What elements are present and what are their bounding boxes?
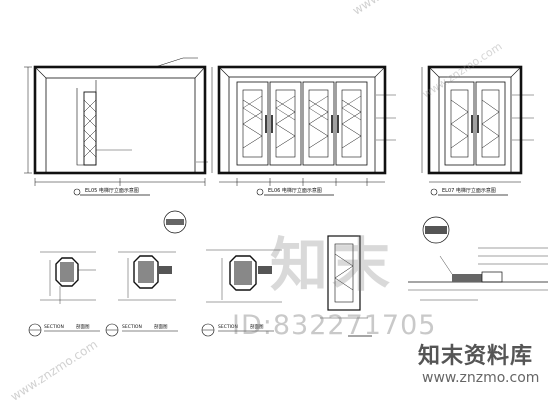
section-a-detail	[40, 251, 96, 304]
section-a-caption: 剖面图	[76, 323, 90, 330]
detail-callout-b	[422, 216, 450, 244]
elevation-middle-caption: EL06 电梯厅立面示意图	[268, 187, 322, 194]
elevation-middle	[211, 65, 396, 186]
detail-callout-a	[163, 210, 187, 234]
elevation-left	[24, 57, 208, 186]
door-detail-elevation	[320, 235, 372, 337]
elevation-right	[421, 65, 534, 183]
elevation-left-caption: EL05 电梯厅立面示意图	[85, 187, 139, 194]
section-b-tag: SECTION 剖面图	[105, 323, 178, 337]
elevation-right-caption: EL07 电梯厅立面示意图	[442, 187, 496, 194]
section-b-caption: 剖面图	[154, 323, 168, 330]
elevation-right-marker	[430, 188, 438, 196]
brand-badge: 知末资料库 www.znzmo.com	[396, 334, 560, 420]
threshold-section-detail	[408, 247, 548, 301]
brand-url: www.znzmo.com	[422, 370, 540, 386]
elevation-middle-marker	[256, 188, 264, 196]
brand-name: 知末资料库	[418, 344, 534, 369]
section-c-detail	[206, 249, 282, 303]
section-a-tag: SECTION 剖面图	[28, 323, 100, 337]
section-c-caption: 剖面图	[250, 323, 264, 330]
section-a-label: SECTION	[44, 324, 64, 330]
section-c-tag: SECTION 剖面图	[201, 323, 274, 337]
section-b-detail	[118, 251, 176, 301]
section-c-label: SECTION	[218, 324, 238, 330]
section-b-label: SECTION	[122, 324, 142, 330]
elevation-left-marker	[73, 188, 81, 196]
